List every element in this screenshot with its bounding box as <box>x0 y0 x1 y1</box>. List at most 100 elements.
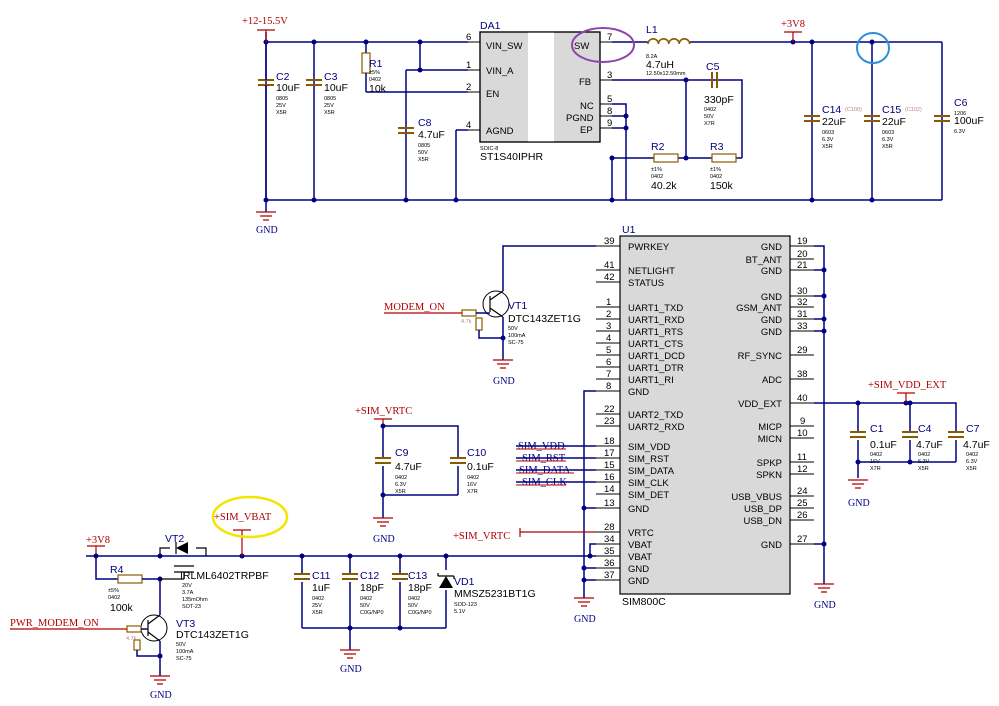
u1-pin-num: 10 <box>797 428 808 439</box>
c9-spec-2: X5R <box>395 489 406 495</box>
u1-pin-num: 13 <box>604 498 615 509</box>
c12-spec-2: C0G/NP0 <box>360 610 384 616</box>
u1-pin-name: GND <box>628 504 649 515</box>
capacitor-c5: C5 330pF 0402 50V X7R <box>704 61 734 127</box>
vt3-spec-2: SC-75 <box>176 656 192 662</box>
u1-pin-name: GND <box>761 327 782 338</box>
vt2-spec-3: SOT-23 <box>182 604 201 610</box>
da1-pin-num: 1 <box>466 60 471 71</box>
c12-ref: C12 <box>360 570 379 582</box>
c8-value: 4.7uF <box>418 129 445 141</box>
u1-pin-num: 15 <box>604 460 615 471</box>
u1-pin-name: BT_ANT <box>746 255 783 266</box>
u1-pin-name: GSM_ANT <box>736 303 782 314</box>
gnd-label: GND <box>256 225 278 236</box>
da1-part: ST1S40IPHR <box>480 151 543 163</box>
c5-value: 330pF <box>704 94 734 106</box>
u1-pin-name: SIM_RST <box>628 454 669 465</box>
u1-pin-name: UART1_DCD <box>628 351 685 362</box>
gnd-label: GND <box>493 376 515 387</box>
gnd-label: GND <box>574 614 596 625</box>
u1-pin-num: 16 <box>604 472 615 483</box>
u1-pin-name: STATUS <box>628 278 664 289</box>
c2-ref: C2 <box>276 71 290 83</box>
c2-spec-2: X5R <box>276 110 287 116</box>
da1-pin-name: VIN_SW <box>486 41 522 52</box>
r1-value: 10k <box>369 83 387 95</box>
c7-spec-0: 0402 <box>966 452 978 458</box>
r3-spec-1: 0402 <box>710 174 722 180</box>
c12-value: 18pF <box>360 582 384 594</box>
capacitor-c13: C13 18pF 0402 50V C0G/NP0 <box>392 570 432 616</box>
vt1-spec-1: 100mA <box>508 333 526 339</box>
r4-ref: R4 <box>110 564 124 576</box>
l1-spec-1: 12.50x12.50mm <box>646 71 686 77</box>
sim-vdd-ext-power-port: +SIM_VDD_EXT <box>868 380 947 403</box>
c8-ref: C8 <box>418 117 432 129</box>
da1-pin-num: 9 <box>607 118 612 129</box>
u1-pin-name: SIM_CLK <box>628 478 669 489</box>
vt2-value: IRLML6402TRPBF <box>180 570 269 582</box>
c4-ref: C4 <box>918 423 932 435</box>
transistor-vt2: VT2 IRLML6402TRPBF 20V 3.7A 135mOhm SOT-… <box>159 533 269 610</box>
gsm-module-section: U1 SIM800C 39 PWRKEY 41 NETLIGHT 42 STAT… <box>86 224 990 625</box>
r2-ref: R2 <box>651 141 665 153</box>
r1-spec-1: 0402 <box>369 77 381 83</box>
c1-spec-0: 0402 <box>870 452 882 458</box>
c9-spec-0: 0402 <box>395 475 407 481</box>
u1-pin-num: 25 <box>797 498 808 509</box>
u1-pin-num: 3 <box>606 321 611 332</box>
u1-pin-name: USB_VBUS <box>731 492 782 503</box>
c10-spec-2: X7R <box>467 489 478 495</box>
net-label-pwr-modem-on: PWR_MODEM_ON <box>10 618 127 630</box>
u1-pin-num: 40 <box>797 393 808 404</box>
r4-spec-0: ±5% <box>108 588 119 594</box>
da1-pin-num: 5 <box>607 94 612 105</box>
u1-pin-name: UART1_TXD <box>628 303 683 314</box>
resistor-r1: R1 ±5% 0402 10k <box>361 52 387 95</box>
c15-spec-2: X5R <box>882 144 893 150</box>
l1-value: 4.7uH <box>646 59 674 71</box>
gnd-label: GND <box>373 534 395 545</box>
u1-pin-num: 32 <box>797 297 808 308</box>
u1-pin-num: 41 <box>604 260 615 271</box>
vt2-spec-1: 3.7A <box>182 590 194 596</box>
r4-spec-1: 0402 <box>108 595 120 601</box>
u1-body <box>619 235 791 595</box>
c8-spec-2: X5R <box>418 157 429 163</box>
u1-pin-num: 39 <box>604 236 615 247</box>
vt3-spec-1: 100mA <box>176 649 194 655</box>
u1-pin-num: 29 <box>797 345 808 356</box>
capacitor-c7: C7 4.7uF 0402 6.3V X5R <box>948 423 990 472</box>
c14-designator: (C100) <box>845 107 862 113</box>
transistor-vt1: 4.7k VT1 DTC143ZET1G 50V 100mA SC-75 <box>461 290 581 360</box>
r2-spec-0: ±1% <box>651 167 662 173</box>
c7-spec-2: X5R <box>966 466 977 472</box>
u1-pin-num: 7 <box>606 369 611 380</box>
u1-left-pins: 39 PWRKEY 41 NETLIGHT 42 STATUS 1 UART1_… <box>604 236 685 587</box>
c11-spec-0: 0402 <box>312 596 324 602</box>
vt3-r-label: 4.7k <box>126 636 137 642</box>
u1-pin-num: 38 <box>797 369 808 380</box>
u1-pin-name: UART1_RTS <box>628 327 683 338</box>
c7-ref: C7 <box>966 423 980 435</box>
vt1-ref: VT1 <box>508 300 527 312</box>
c11-spec-2: X5R <box>312 610 323 616</box>
c2-value: 10uF <box>276 82 300 94</box>
u1-pin-name: UART1_RXD <box>628 315 684 326</box>
u1-pin-num: 24 <box>797 486 808 497</box>
gnd-symbol-vdd-ext: GND <box>848 479 870 509</box>
da1-ref: DA1 <box>480 20 501 32</box>
u1-pin-num: 31 <box>797 309 808 320</box>
c13-spec-1: 50V <box>408 603 418 609</box>
da1-pin-name: AGND <box>486 126 514 137</box>
vin-power-port: +12-15.5V <box>242 16 288 42</box>
r3-value: 150k <box>710 180 734 192</box>
c14-value: 22uF <box>822 116 846 128</box>
l1-ref: L1 <box>646 24 658 36</box>
c5-spec-2: X7R <box>704 121 715 127</box>
sim-vbat-power-port: +SIM_VBAT <box>214 512 272 556</box>
c3-value: 10uF <box>324 82 348 94</box>
u1-pin-name: UART1_CTS <box>628 339 683 350</box>
sim-vrtc-top-net-label: +SIM_VRTC <box>355 406 412 417</box>
